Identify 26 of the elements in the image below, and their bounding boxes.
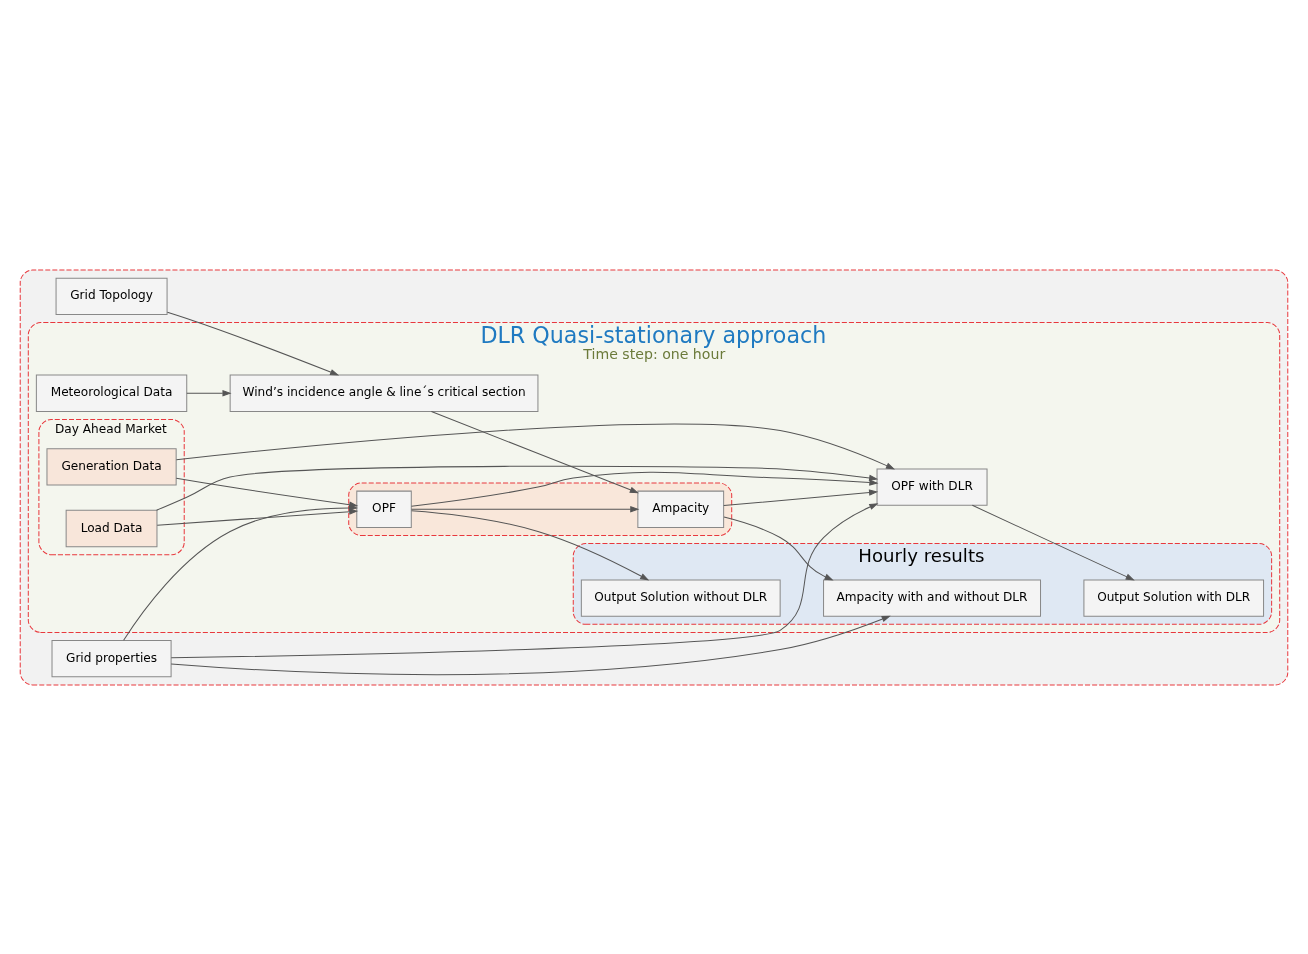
arrow bbox=[971, 504, 1135, 581]
arrow bbox=[723, 488, 879, 506]
node-box: Grid properties bbox=[51, 639, 172, 677]
node-box: Grid Topology bbox=[55, 277, 168, 315]
node-box: Output Solution with DLR bbox=[1083, 578, 1265, 617]
arrow bbox=[430, 410, 639, 493]
node-box: Meteorological Data bbox=[35, 374, 188, 412]
node-box: Wind’s incidence angle & line´s critical section bbox=[229, 374, 539, 412]
arrow bbox=[411, 509, 650, 580]
node-box: Generation Data bbox=[46, 447, 177, 486]
node-box: Load Data bbox=[65, 509, 158, 547]
arrow bbox=[170, 615, 891, 675]
arrow bbox=[156, 508, 359, 526]
cluster bbox=[19, 269, 1289, 685]
arrow bbox=[410, 505, 640, 512]
arrow bbox=[410, 471, 879, 507]
node-box: Ampacity bbox=[637, 490, 725, 528]
node-box: OPF bbox=[356, 490, 412, 528]
arrow bbox=[186, 389, 232, 396]
node-box: Ampacity with and without DLR bbox=[823, 578, 1042, 617]
arrow bbox=[723, 516, 834, 580]
arrow bbox=[166, 311, 340, 375]
arrow bbox=[123, 504, 359, 641]
arrow bbox=[175, 423, 896, 469]
node-box: OPF with DLR bbox=[876, 467, 988, 506]
node-box: Output Solution without DLR bbox=[580, 578, 781, 617]
